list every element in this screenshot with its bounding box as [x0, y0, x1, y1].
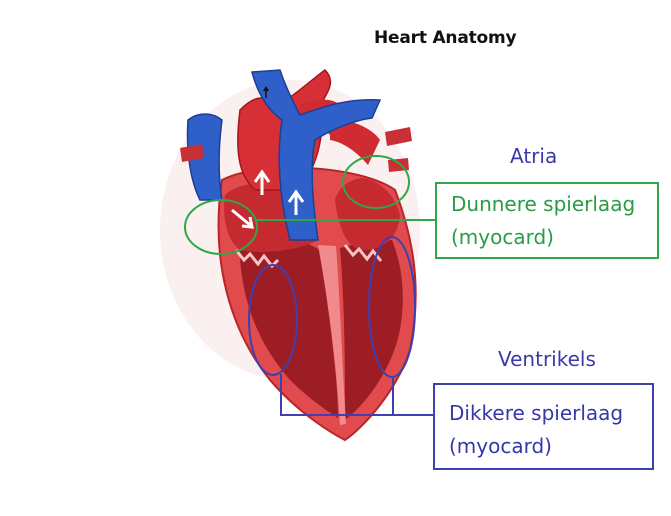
right-ventricle — [239, 225, 338, 418]
thick-box-line2: (myocard) — [449, 434, 552, 458]
ventricle-annotations — [248, 236, 433, 416]
top-arrowhead — [263, 86, 269, 91]
septum — [318, 245, 346, 425]
thin-box-line1: Dunnere spierlaag — [451, 192, 636, 216]
thick-box-line1: Dikkere spierlaag — [449, 401, 624, 425]
superior-vena-cava — [186, 113, 223, 201]
atria-label: Atria — [510, 144, 558, 168]
thin-myocardium-box: Dunnere spierlaag (myocard) — [435, 182, 659, 259]
mitral-valve — [343, 244, 383, 262]
pulmonary-artery — [251, 69, 382, 241]
ventricles-label: Ventrikels — [498, 347, 596, 371]
pulmonary-vein-right — [385, 127, 412, 146]
thin-box-line2: (myocard) — [451, 225, 554, 249]
blue-connector-left — [280, 374, 433, 416]
thick-myocardium-box: Dikkere spierlaag (myocard) — [433, 383, 654, 470]
diagram-title: Heart Anatomy — [374, 28, 517, 48]
pulmonary-vein-left — [180, 144, 204, 162]
pulmonary-branch-right — [330, 119, 380, 165]
right-atrium-circle — [184, 199, 258, 255]
left-atrium-circle — [342, 155, 410, 209]
left-ventricle — [340, 240, 403, 420]
heart-illustration — [180, 69, 417, 442]
right-ventricle-wall-oval — [248, 264, 298, 376]
left-atrium — [335, 178, 400, 251]
flow-arrows — [231, 169, 305, 229]
atria-annotations — [184, 155, 435, 255]
